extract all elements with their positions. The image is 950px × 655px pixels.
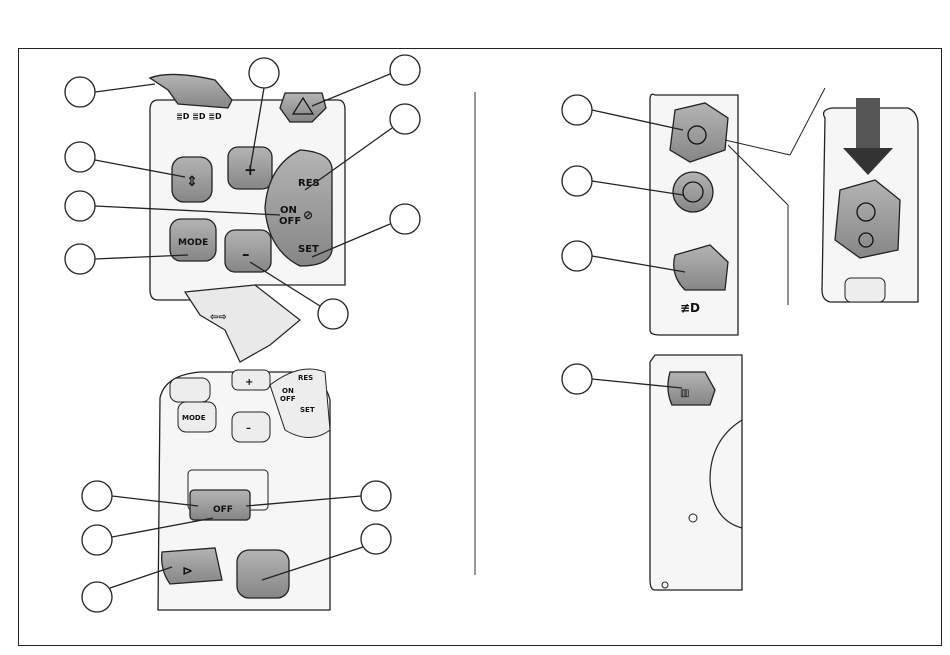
- right-switch-cube-upper: ≢D: [650, 94, 738, 335]
- fog-light-icon: ≢D: [680, 301, 700, 315]
- on-label: ON: [280, 205, 297, 216]
- off-label: OFF: [279, 216, 301, 227]
- svg-text:–: –: [246, 423, 251, 434]
- arrow-down-icon: [856, 98, 880, 148]
- svg-text:MODE: MODE: [182, 414, 206, 422]
- heated-grip-icon: ▥: [680, 388, 689, 399]
- traction-control-button[interactable]: [673, 172, 713, 212]
- svg-text:OFF: OFF: [280, 395, 296, 403]
- left-switch-cube-upper: ≣D ≣D ≣D ⇕ + RES ON OFF ⊘ SET MODE – ⇦⇨: [150, 74, 345, 362]
- cruise-control-icon: ⊘: [303, 208, 313, 222]
- mode-label: MODE: [178, 238, 208, 248]
- scroll-icon: ⇕: [186, 174, 198, 190]
- right-switch-cube-lower: ▥: [650, 355, 742, 590]
- turn-signal-switch[interactable]: [185, 285, 300, 362]
- horn-icon: ⊳: [182, 564, 193, 579]
- turn-signal-icon: ⇦⇨: [210, 312, 227, 323]
- set-label: SET: [298, 244, 319, 255]
- svg-text:ON: ON: [282, 387, 294, 395]
- svg-text:+: +: [245, 377, 253, 388]
- detail-view: [822, 98, 918, 302]
- left-switch-cube-lower: + RES ON OFF SET MODE – OFF ⊳: [158, 369, 330, 610]
- svg-text:RES: RES: [298, 374, 313, 382]
- minus-label: –: [242, 245, 250, 263]
- headlight-modes-icon: ≣D ≣D ≣D: [176, 112, 222, 121]
- svg-text:SET: SET: [300, 406, 315, 414]
- off-switch-label: OFF: [213, 505, 233, 515]
- heated-grip-button[interactable]: [668, 372, 715, 405]
